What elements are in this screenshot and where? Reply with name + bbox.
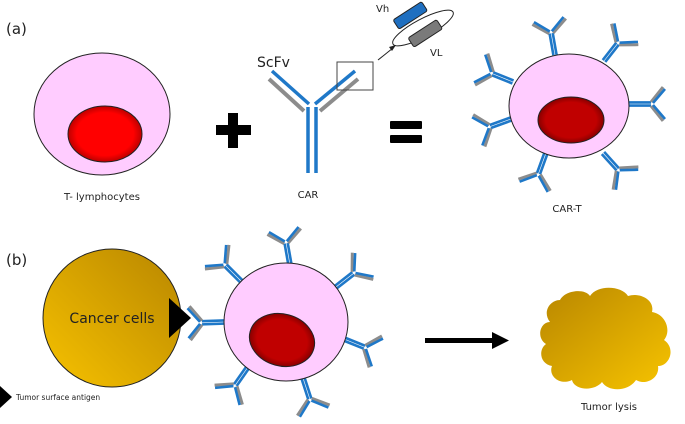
scfv-highlight-box: [336, 61, 374, 91]
car-t-nucleus: [537, 96, 605, 144]
equals-icon: [390, 121, 422, 143]
vl-label: VL: [430, 48, 443, 59]
vh-domain: [393, 1, 428, 30]
right-arrow-icon: [425, 332, 509, 349]
attacking-nucleus: [248, 312, 316, 368]
vh-vl-domains: [392, 1, 454, 48]
tumor-lysis-blob: [540, 287, 671, 390]
antigen-legend-label: Tumor surface antigen: [15, 393, 100, 402]
t-lymphocytes-label: T- lymphocytes: [63, 192, 140, 203]
plus-icon: [216, 113, 251, 148]
tumor-lysis-label: Tumor lysis: [580, 402, 637, 413]
car-t-cell: [469, 15, 667, 195]
attacking-car-t-cell: [185, 225, 386, 419]
antigen-legend-icon: [0, 386, 12, 408]
panel-a-label: (a): [6, 20, 27, 38]
scfv-label: ScFv: [257, 55, 290, 71]
car-label: CAR: [298, 190, 319, 201]
t-cell-nucleus: [67, 105, 143, 163]
vl-domain: [408, 19, 443, 48]
zoom-arrow-icon: [377, 45, 396, 61]
car-t-label: CAR-T: [552, 204, 582, 215]
tumor-antigen-icon: [169, 298, 191, 338]
vh-label: Vh: [376, 4, 389, 15]
car-receptor: [267, 69, 360, 173]
t-lymphocyte-cell: [33, 52, 171, 176]
panel-b-label: (b): [6, 251, 27, 269]
cancer-cells-label: Cancer cells: [69, 311, 154, 327]
